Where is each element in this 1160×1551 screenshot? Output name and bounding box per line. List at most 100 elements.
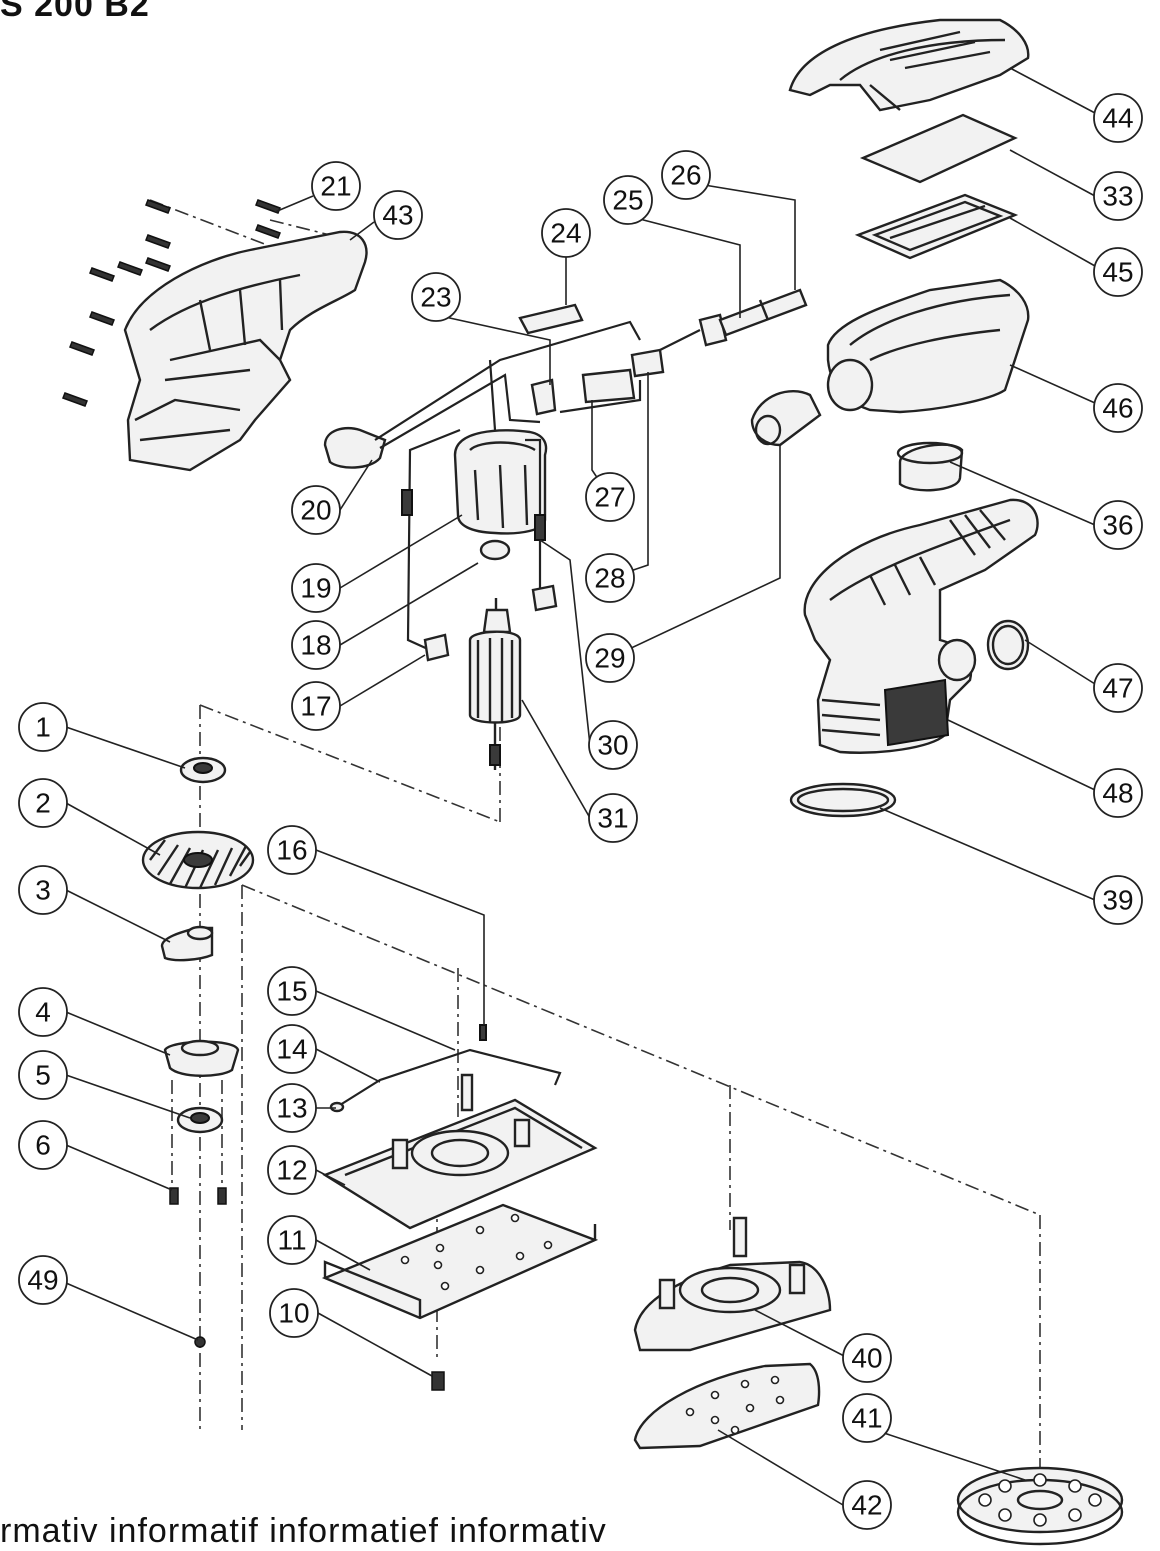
callout-31: 31 xyxy=(588,793,638,843)
callout-10: 10 xyxy=(269,1288,319,1338)
callout-16: 16 xyxy=(267,825,317,875)
callout-3: 3 xyxy=(18,865,68,915)
callout-21: 21 xyxy=(311,161,361,211)
callout-label: 15 xyxy=(276,976,307,1007)
callout-44: 44 xyxy=(1093,93,1143,143)
callout-label: 19 xyxy=(300,573,331,604)
dust-ring-part xyxy=(986,619,1030,671)
callout-12: 12 xyxy=(267,1145,317,1195)
callout-27: 27 xyxy=(585,472,635,522)
callout-label: 13 xyxy=(276,1093,307,1124)
dust-nozzle-part xyxy=(750,390,822,447)
leader-lines xyxy=(65,67,1096,1506)
callout-label: 36 xyxy=(1102,510,1133,541)
dust-box-part xyxy=(826,278,1030,414)
callout-33: 33 xyxy=(1093,171,1143,221)
callout-23: 23 xyxy=(411,272,461,322)
callout-label: 11 xyxy=(277,1225,306,1256)
callout-label: 44 xyxy=(1102,103,1133,134)
bearing-holder-part xyxy=(163,1039,240,1348)
sanding-pad-part xyxy=(321,1203,599,1391)
callout-label: 3 xyxy=(35,875,51,906)
callout-40: 40 xyxy=(842,1333,892,1383)
callout-29: 29 xyxy=(585,633,635,683)
assembled-sander-part xyxy=(803,498,1039,754)
callout-1: 1 xyxy=(18,702,68,752)
callout-label: 47 xyxy=(1102,673,1133,704)
callout-2: 2 xyxy=(18,778,68,828)
callout-label: 48 xyxy=(1102,778,1133,809)
callout-label: 17 xyxy=(300,691,331,722)
callout-label: 14 xyxy=(276,1034,307,1065)
callouts: 1 2 3 4 5 6 10 11 12 13 14 15 16 17 18 1… xyxy=(18,93,1143,1530)
callout-label: 28 xyxy=(594,563,625,594)
callout-24: 24 xyxy=(541,208,591,258)
callout-label: 23 xyxy=(420,282,451,313)
callout-label: 25 xyxy=(612,185,643,216)
callout-label: 5 xyxy=(35,1060,51,1091)
armature-part xyxy=(468,598,522,770)
callout-14: 14 xyxy=(267,1024,317,1074)
callout-label: 30 xyxy=(597,730,628,761)
round-pad-part xyxy=(956,1466,1124,1546)
callout-label: 21 xyxy=(320,171,351,202)
callout-48: 48 xyxy=(1093,768,1143,818)
callout-45: 45 xyxy=(1093,247,1143,297)
callout-13: 13 xyxy=(267,1083,317,1133)
callout-label: 49 xyxy=(27,1265,58,1296)
callout-label: 24 xyxy=(550,218,581,249)
stator-part xyxy=(401,428,558,662)
callout-label: 4 xyxy=(35,997,51,1028)
callout-label: 45 xyxy=(1102,257,1133,288)
callout-39: 39 xyxy=(1093,875,1143,925)
top-cover-part xyxy=(788,18,1030,112)
callout-17: 17 xyxy=(291,681,341,731)
callout-label: 6 xyxy=(35,1130,51,1161)
label-plate-part xyxy=(859,113,1018,184)
callout-30: 30 xyxy=(588,720,638,770)
callout-18: 18 xyxy=(291,620,341,670)
callout-5: 5 xyxy=(18,1050,68,1100)
callout-25: 25 xyxy=(603,175,653,225)
callout-15: 15 xyxy=(267,966,317,1016)
callout-47: 47 xyxy=(1093,663,1143,713)
callout-46: 46 xyxy=(1093,383,1143,433)
screws-group xyxy=(62,199,281,407)
callout-label: 12 xyxy=(276,1155,307,1186)
callout-label: 20 xyxy=(300,495,331,526)
callout-label: 2 xyxy=(35,788,51,819)
callout-label: 40 xyxy=(851,1343,882,1374)
callout-label: 10 xyxy=(278,1298,309,1329)
callout-label: 43 xyxy=(382,200,413,231)
fan-assembly-part xyxy=(141,756,255,962)
base-plate-part xyxy=(322,1024,598,1230)
filter-part xyxy=(896,441,964,492)
callout-4: 4 xyxy=(18,987,68,1037)
callout-label: 39 xyxy=(1102,885,1133,916)
callout-label: 18 xyxy=(300,630,331,661)
callout-label: 46 xyxy=(1102,393,1133,424)
callout-label: 29 xyxy=(594,643,625,674)
gasket-part xyxy=(854,193,1019,260)
callout-20: 20 xyxy=(291,485,341,535)
callout-43: 43 xyxy=(373,190,423,240)
callout-label: 41 xyxy=(851,1403,882,1434)
housing-half-part xyxy=(123,230,368,472)
callout-6: 6 xyxy=(18,1120,68,1170)
model-title: S 200 B2 xyxy=(0,0,150,24)
callout-label: 1 xyxy=(35,712,51,743)
callout-42: 42 xyxy=(842,1480,892,1530)
callout-36: 36 xyxy=(1093,500,1143,550)
base-ring-part xyxy=(789,782,897,818)
footer-caption: rmativ informatif informatief informativ xyxy=(0,1512,607,1550)
callout-41: 41 xyxy=(842,1393,892,1443)
callout-label: 33 xyxy=(1102,181,1133,212)
callout-label: 26 xyxy=(670,160,701,191)
callout-28: 28 xyxy=(585,553,635,603)
callout-label: 16 xyxy=(276,835,307,866)
callout-26: 26 xyxy=(661,150,711,200)
callout-label: 31 xyxy=(597,803,628,834)
callout-11: 11 xyxy=(267,1215,317,1265)
callout-label: 42 xyxy=(851,1490,882,1521)
